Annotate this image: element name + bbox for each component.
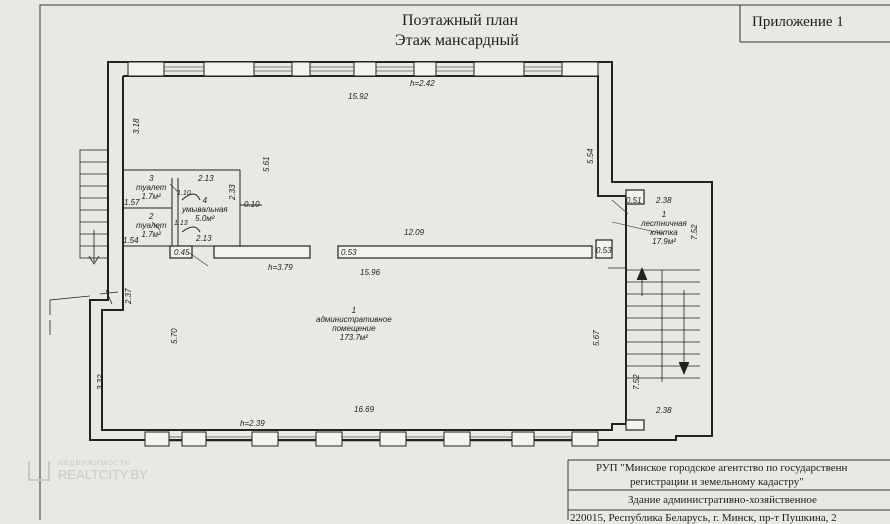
room-3-name: туалет	[136, 183, 167, 192]
dim-wc-110: 1.10	[177, 190, 191, 197]
main-room-label: 1 административное помещение 173.7м²	[316, 306, 392, 342]
dim-stair-width-top: 2.38	[656, 196, 672, 205]
stamp-address: 220015, Республика Беларусь, г. Минск, п…	[570, 512, 837, 524]
room-1-stair-label: 1 лестничная клетка 17.9м²	[636, 210, 692, 246]
dim-wall-010: 0.10	[244, 200, 260, 209]
main-room-number: 1	[351, 306, 357, 315]
dim-bottom-length: 16.69	[354, 405, 375, 414]
dim-wall-053b: 0.53	[596, 246, 612, 255]
stair-room-name: лестничная клетка	[641, 219, 687, 237]
stair-room-area: 17.9м²	[652, 237, 676, 246]
stamp-org-line-1: РУП "Минское городское агентство по госу…	[596, 462, 848, 474]
main-room-area: 173.7м²	[339, 333, 368, 342]
watermark-logo-icon	[28, 461, 50, 481]
room-4-label: 4 умывальная 5.0м²	[182, 196, 228, 223]
dim-left-opening: 2.37	[124, 288, 133, 304]
dim-center-length: 15.96	[360, 268, 381, 277]
main-room-name-2: помещение	[332, 324, 376, 333]
watermark: НЕДВИЖИМОСТЬ REALTCITY.BY	[28, 460, 148, 482]
dim-wall-045: 0.45	[174, 248, 190, 257]
dim-inner-wall: 5.61	[262, 156, 271, 172]
dim-wall-053a: 0.53	[341, 248, 357, 257]
dim-wc-depth: 2.33	[228, 184, 237, 200]
dim-corridor: 12.09	[404, 228, 425, 237]
title-block-frame	[567, 459, 890, 520]
plan-title: Поэтажный план	[402, 12, 519, 29]
interior-partitions	[169, 189, 645, 431]
room-2-number: 2	[148, 212, 154, 221]
room-4-area: 5.0м²	[195, 214, 215, 223]
stair-room-number: 1	[661, 210, 667, 219]
stamp-org-line-2: регистрации и земельному кадастру"	[630, 476, 804, 488]
room-3-label: 3 туалет 1.7м²	[136, 174, 166, 201]
dim-main-left: 5.70	[170, 328, 179, 344]
room-4-number: 4	[202, 196, 208, 205]
dim-wc-113: 1.13	[174, 220, 188, 227]
room-3-number: 3	[148, 174, 154, 183]
dim-right-upper: 5.54	[586, 148, 595, 164]
dim-wc-width-b: 2.13	[196, 234, 212, 243]
dim-wc-width-a: 2.13	[198, 174, 214, 183]
watermark-small: НЕДВИЖИМОСТЬ	[58, 460, 131, 467]
dim-stair-width-bottom: 2.38	[656, 406, 672, 415]
exterior-stair	[49, 149, 119, 335]
plan-subtitle: Этаж мансардный	[395, 32, 519, 49]
stamp-building: Здание административно-хозяйственное	[628, 494, 817, 506]
dim-wc-154: 1.54	[123, 236, 139, 245]
watermark-brand: REALTCITY.BY	[58, 467, 148, 482]
top-windows	[127, 61, 599, 77]
wc-block	[123, 169, 262, 247]
dim-left-lower: 3.32	[96, 374, 105, 390]
dim-wc-157: 1.57	[124, 198, 140, 207]
dim-main-right: 5.67	[592, 330, 601, 346]
room-2-area: 1.7м²	[141, 230, 161, 239]
appendix-label: Приложение 1	[752, 14, 844, 30]
dim-left-upper: 3.18	[132, 118, 141, 134]
bottom-windows	[144, 431, 599, 447]
stairwell	[608, 266, 700, 382]
dim-wall-051: 0.51	[626, 196, 642, 205]
dim-center-height: h=3.79	[268, 263, 293, 272]
dim-top-height: h=2.42	[410, 79, 435, 88]
main-room-name-1: административное	[316, 315, 392, 324]
room-3-area: 1.7м²	[141, 192, 161, 201]
room-2-name: туалет	[136, 221, 167, 230]
dim-top-length: 15.92	[348, 92, 369, 101]
dim-stair-len-bottom: 7.52	[632, 374, 641, 390]
dim-bottom-height: h=2.39	[240, 419, 265, 428]
room-4-name: умывальная	[182, 205, 228, 214]
room-2-label: 2 туалет 1.7м²	[136, 212, 166, 239]
